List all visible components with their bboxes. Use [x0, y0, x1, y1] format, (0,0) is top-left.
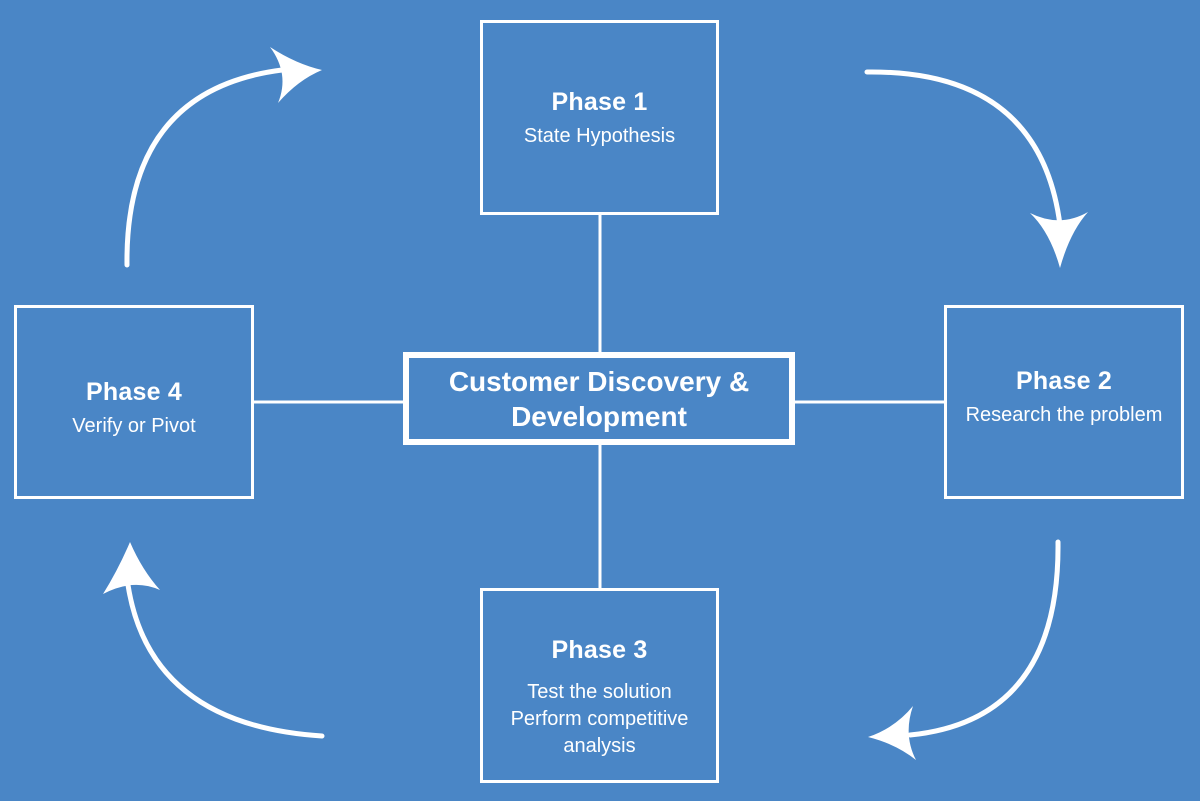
phase-3-box: Phase 3 Test the solution Perform compet… — [480, 588, 719, 783]
phase-3-description: Test the solution Perform competitive an… — [511, 679, 689, 760]
center-title-line-1: Customer Discovery & — [448, 365, 750, 397]
phase-3-title: Phase 3 — [551, 636, 648, 664]
center-title-line-2: Development — [511, 400, 687, 432]
phase-3-desc-line-3: analysis — [563, 735, 636, 757]
phase-2-box: Phase 2 Research the problem — [944, 305, 1184, 499]
curved-arrow-icon-phase1-to-phase2 — [864, 69, 1088, 268]
phase-1-desc-line: State Hypothesis — [523, 125, 676, 147]
phase-1-title: Phase 1 — [551, 88, 648, 116]
phase-2-desc-line: Research the problem — [965, 404, 1163, 426]
phase-4-desc-line: Verify or Pivot — [72, 415, 196, 437]
center-title-box: Customer Discovery & Development — [403, 352, 795, 445]
phase-2-title: Phase 2 — [1016, 367, 1112, 395]
phase-2-description: Research the problem — [966, 402, 1163, 429]
phase-4-description: Verify or Pivot — [72, 413, 195, 440]
curved-arrow-icon-phase4-to-phase1 — [124, 47, 322, 268]
curved-arrow-icon-phase3-to-phase4 — [103, 542, 325, 739]
phase-1-description: State Hypothesis — [524, 123, 675, 150]
phase-4-box: Phase 4 Verify or Pivot — [14, 305, 254, 499]
phase-1-box: Phase 1 State Hypothesis — [480, 20, 719, 215]
curved-arrow-icon-phase2-to-phase3 — [868, 539, 1061, 760]
phase-3-desc-line-1: Test the solution — [527, 681, 672, 703]
phase-3-desc-line-2: Perform competitive — [510, 708, 689, 730]
phase-4-title: Phase 4 — [86, 378, 182, 406]
